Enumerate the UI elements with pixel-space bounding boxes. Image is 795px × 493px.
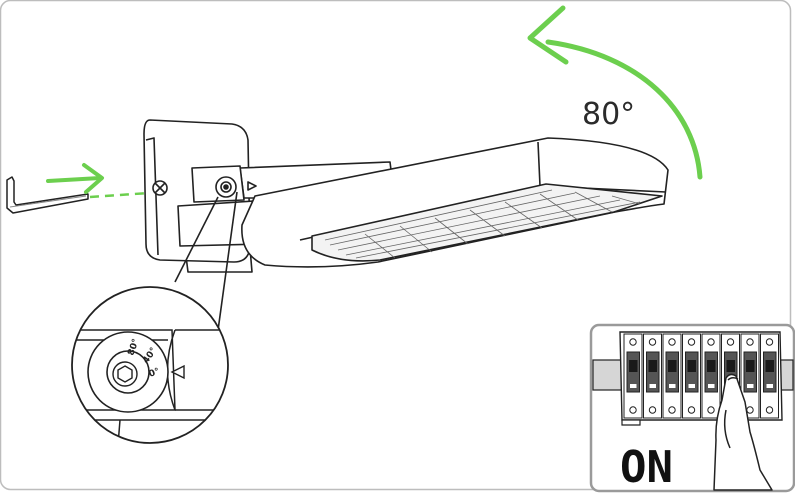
breaker-module bbox=[623, 333, 643, 419]
angle-dial bbox=[87, 331, 169, 413]
hex-socket-icon bbox=[112, 361, 138, 387]
breaker-module bbox=[740, 333, 760, 419]
insert-arrow-icon bbox=[46, 163, 104, 194]
pointer-hand-icon bbox=[713, 373, 773, 491]
dial-mark-0: 0° bbox=[148, 367, 162, 380]
breaker-module bbox=[643, 333, 662, 419]
light-fixture bbox=[143, 119, 669, 346]
power-on-label: ON bbox=[620, 442, 673, 493]
rotation-angle-label: 80° bbox=[582, 97, 635, 132]
pivot-bolt-icon bbox=[215, 176, 237, 198]
hex-key-icon bbox=[6, 176, 89, 214]
breaker-module bbox=[662, 333, 682, 419]
rotate-arrow-icon bbox=[527, 5, 703, 180]
breaker-module bbox=[682, 333, 701, 419]
pointer-triangle bbox=[170, 364, 185, 380]
circuit-breakers bbox=[623, 333, 779, 419]
breaker-panel-inset: ON bbox=[589, 323, 795, 493]
breaker-module bbox=[760, 333, 779, 419]
breaker-module bbox=[701, 333, 721, 419]
zoom-inset: 80° 40° 0° bbox=[71, 286, 229, 444]
